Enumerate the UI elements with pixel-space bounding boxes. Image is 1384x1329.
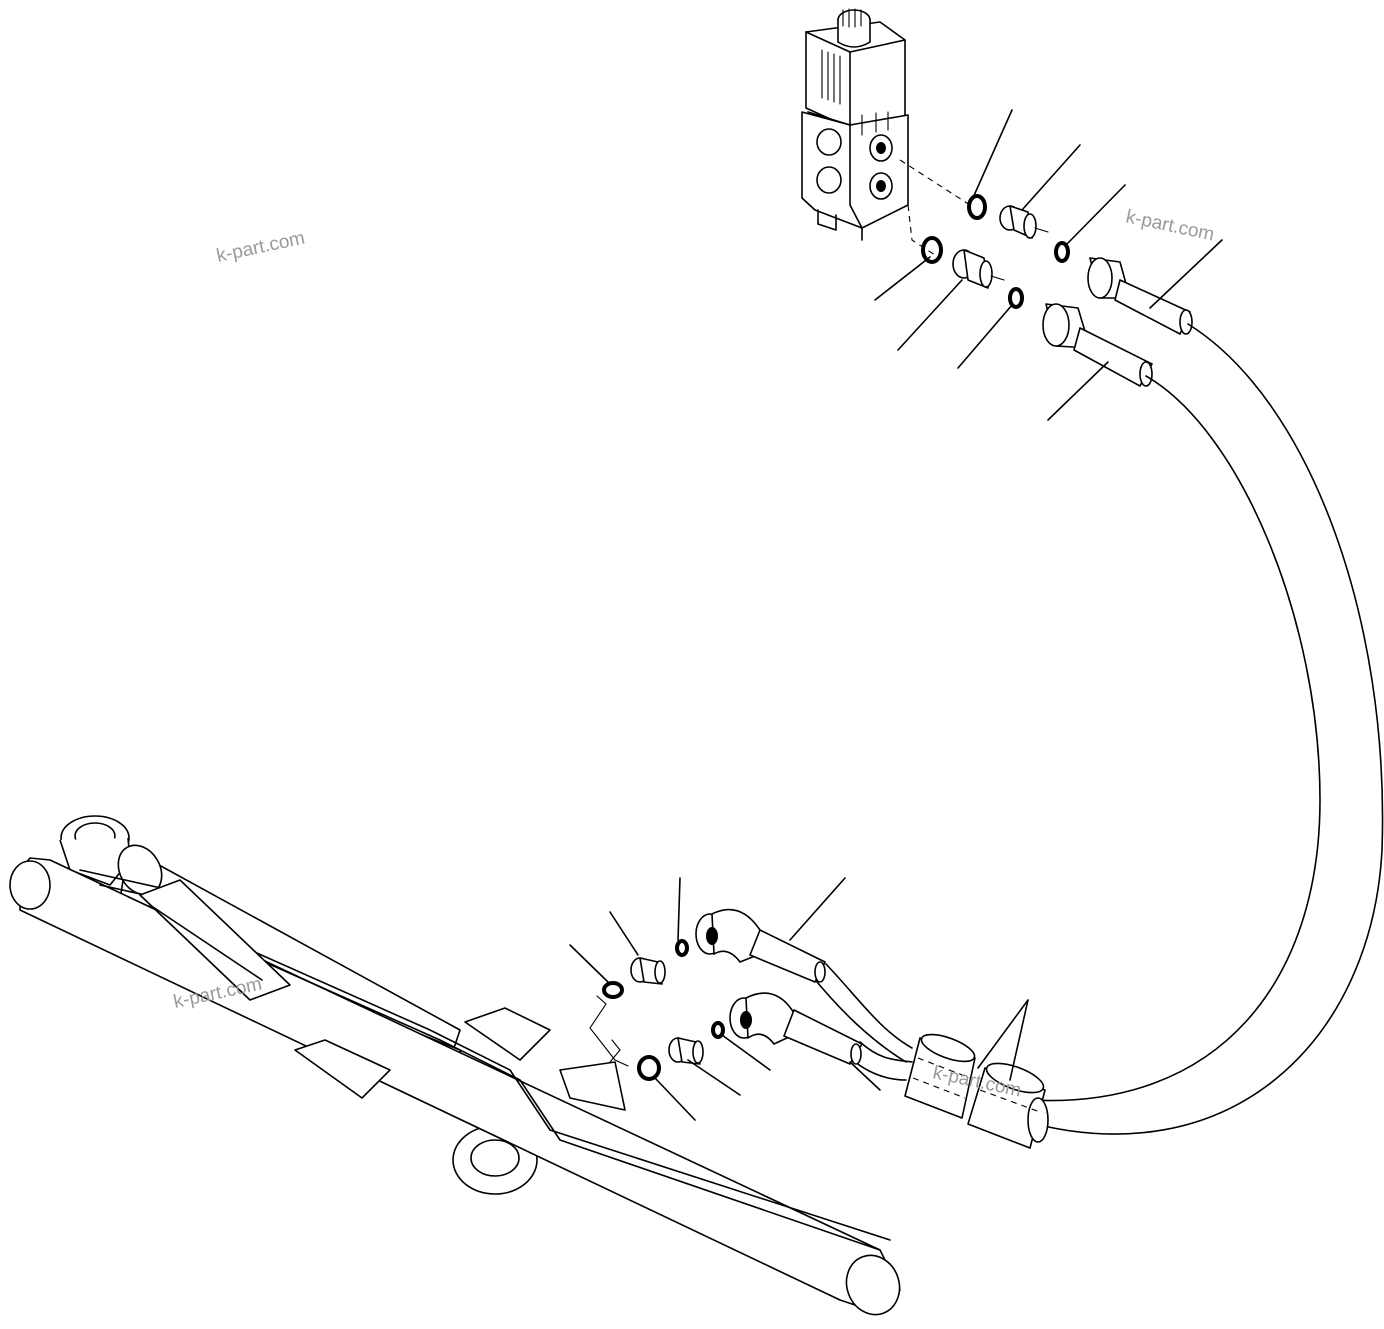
hose-protector-2[interactable] [967,1057,1049,1149]
adapter-fitting-lower[interactable] [952,249,1005,289]
adapter-cyl-lower[interactable] [668,1037,704,1065]
leader-lines-upper [874,109,1223,421]
watermark-2: k-part.com [1124,206,1216,245]
adapter-fitting-upper[interactable] [999,205,1049,239]
boom-arm[interactable] [9,857,908,1322]
o-ring-cyl-1[interactable] [602,981,624,999]
elbow-fitting-upper[interactable] [695,908,826,983]
adapter-cyl-upper[interactable] [630,957,666,985]
flow-line-lower [907,204,936,256]
solenoid-valve[interactable] [801,8,909,241]
hose-short-upper[interactable] [811,963,913,1063]
hose-protector-1[interactable] [904,1029,978,1119]
cyl-flow-line [589,995,629,1069]
o-ring-upper-2[interactable] [1054,241,1070,263]
hose-fitting-lower[interactable] [1042,303,1153,387]
o-ring-upper-1[interactable] [967,194,987,220]
hose-long-inner[interactable] [1029,375,1321,1102]
o-ring-cyl-4[interactable] [711,1021,725,1039]
o-ring-lower-1[interactable] [921,236,943,264]
watermark-1: k-part.com [215,228,307,267]
o-ring-cyl-3[interactable] [637,1055,661,1081]
elbow-fitting-lower[interactable] [729,992,863,1065]
hose-long-outer[interactable] [1019,323,1384,1135]
leader-protector [977,999,1029,1081]
leader-lines-cylinder [569,877,881,1121]
flow-line-upper [899,159,971,206]
hose-fitting-upper[interactable] [1087,257,1193,335]
o-ring-cyl-2[interactable] [675,939,689,957]
o-ring-lower-2[interactable] [1008,287,1024,309]
